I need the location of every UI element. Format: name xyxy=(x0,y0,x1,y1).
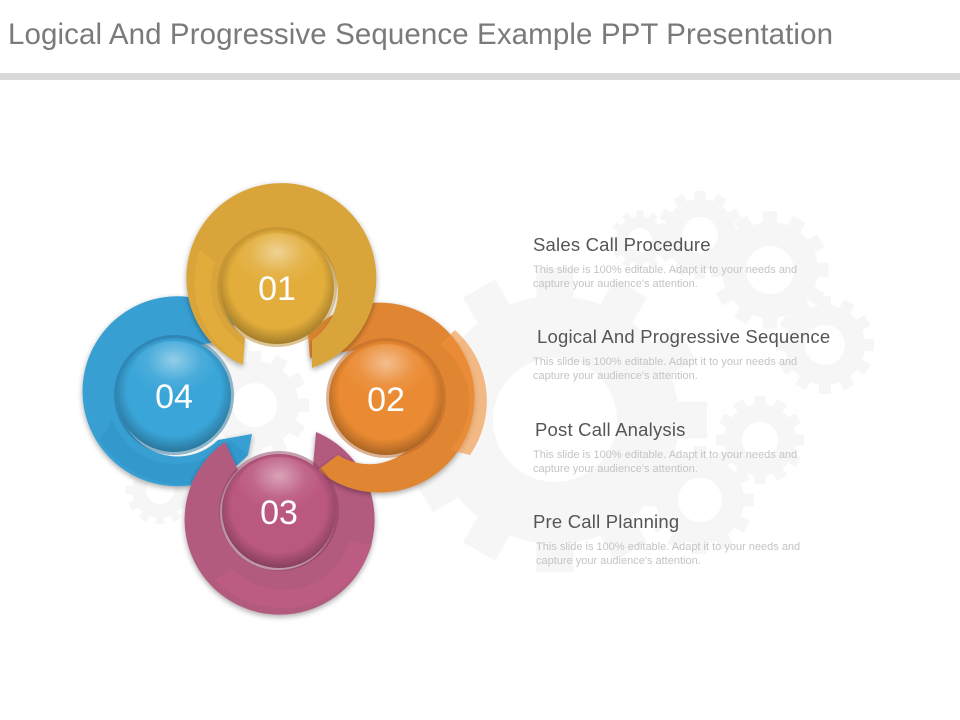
step-01-petal xyxy=(186,183,377,368)
step-02-petal xyxy=(308,302,487,493)
step-04-sphere[interactable]: 04 xyxy=(114,335,234,455)
step-01-sphere[interactable]: 01 xyxy=(217,227,337,347)
item-title: Logical And Progressive Sequence xyxy=(537,326,831,347)
step-01-number: 01 xyxy=(258,270,296,308)
step-02-number: 02 xyxy=(367,381,405,419)
step-02-sphere[interactable]: 02 xyxy=(326,338,446,458)
item-sales-call-procedure: Sales Call Procedure This slide is 100% … xyxy=(533,234,893,291)
item-post-call-analysis: Post Call Analysis This slide is 100% ed… xyxy=(533,419,895,476)
step-04-number: 04 xyxy=(155,378,193,416)
item-description: This slide is 100% editable. Adapt it to… xyxy=(533,356,798,382)
item-description: This slide is 100% editable. Adapt it to… xyxy=(533,449,798,475)
item-title: Pre Call Planning xyxy=(533,511,680,532)
title-divider xyxy=(0,73,960,80)
item-logical-and-progressive-sequence: Logical And Progressive Sequence This sl… xyxy=(533,326,897,383)
item-title: Post Call Analysis xyxy=(535,419,686,440)
slide-title: Logical And Progressive Sequence Example… xyxy=(8,18,834,51)
item-description: This slide is 100% editable. Adapt it to… xyxy=(536,541,801,567)
item-description: This slide is 100% editable. Adapt it to… xyxy=(533,264,798,290)
step-03-sphere[interactable]: 03 xyxy=(219,451,339,571)
item-title: Sales Call Procedure xyxy=(533,234,711,255)
item-pre-call-planning: Pre Call Planning This slide is 100% edi… xyxy=(533,511,893,568)
step-03-number: 03 xyxy=(260,494,298,532)
